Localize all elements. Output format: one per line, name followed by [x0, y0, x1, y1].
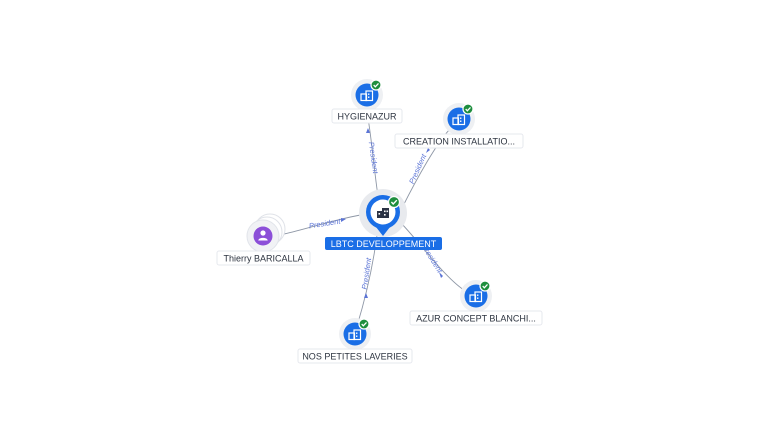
- verified-check-icon: [479, 280, 491, 292]
- verified-check-icon: [387, 195, 401, 209]
- node-label-box: [216, 250, 311, 266]
- node-label: NOS PETITES LAVERIES: [302, 352, 407, 362]
- building-icon: [360, 90, 374, 102]
- node-label: HYGIENAZUR: [337, 112, 397, 122]
- building-icon: [348, 329, 362, 341]
- building-icon: [469, 291, 483, 303]
- edge-label: President: [367, 141, 380, 175]
- edge-arrow: [426, 148, 430, 153]
- node-label: AZUR CONCEPT BLANCHI...: [416, 314, 536, 324]
- node-label: Thierry BARICALLA: [223, 254, 303, 264]
- person-icon: [258, 230, 268, 241]
- edge-arrow: [341, 218, 346, 222]
- node-creation[interactable]: CREATION INSTALLATIO...: [394, 103, 524, 149]
- node-label-box: [331, 108, 403, 124]
- center-label-box: [325, 237, 442, 250]
- center-node[interactable]: LBTC DEVELOPPEMENT: [325, 189, 442, 250]
- edge-arrow: [366, 128, 370, 133]
- edge-azur: President: [399, 221, 468, 293]
- node-label: CREATION INSTALLATIO...: [403, 137, 515, 147]
- node-hygienazur[interactable]: HYGIENAZUR: [331, 79, 403, 124]
- edge-thierry: President: [283, 213, 367, 235]
- building-icon: [377, 208, 389, 218]
- verified-check-icon: [370, 79, 382, 91]
- edge-arrow: [439, 272, 443, 278]
- edge-label: President: [360, 256, 373, 290]
- node-disc: [253, 226, 273, 246]
- edge-hygienazur: President: [366, 111, 380, 197]
- edge-label: President: [308, 216, 342, 230]
- edge-label: President: [407, 152, 428, 185]
- building-icon: [452, 114, 466, 126]
- center-label: LBTC DEVELOPPEMENT: [331, 239, 437, 249]
- node-azur[interactable]: AZUR CONCEPT BLANCHI...: [409, 280, 543, 326]
- node-nos[interactable]: NOS PETITES LAVERIES: [297, 318, 413, 364]
- node-label-box: [394, 133, 524, 149]
- node-thierry[interactable]: Thierry BARICALLA: [216, 213, 311, 266]
- center-pin-tip: [376, 227, 390, 236]
- edge-arrow: [364, 293, 368, 298]
- node-label-box: [409, 310, 543, 326]
- verified-check-icon: [358, 318, 370, 330]
- node-label-box: [297, 348, 413, 364]
- verified-check-icon: [462, 103, 474, 115]
